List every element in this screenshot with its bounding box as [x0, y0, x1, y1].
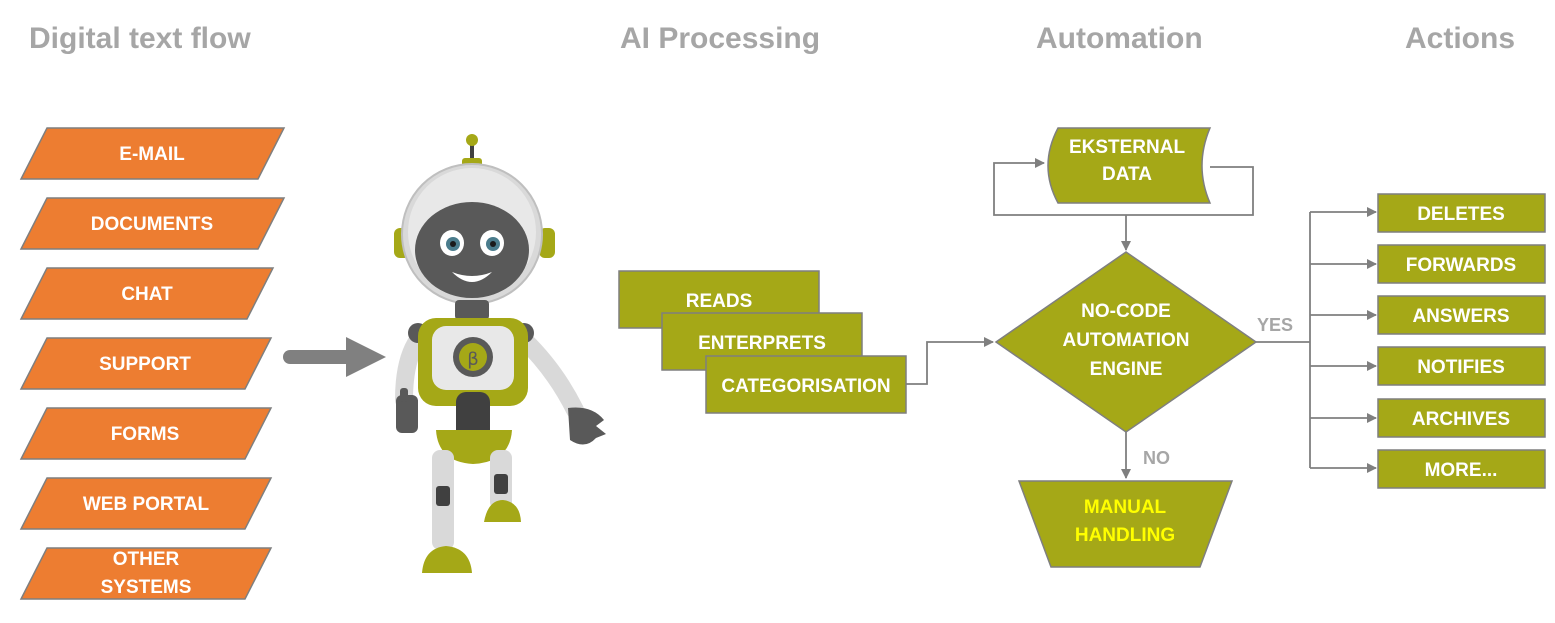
step-enterprets-label: ENTERPRETS	[698, 333, 826, 354]
action-answers: ANSWERS	[1377, 295, 1546, 335]
robot-mascot: β	[394, 134, 606, 573]
manual-handling: MANUAL HANDLING	[1017, 480, 1234, 568]
external-data-loop	[993, 158, 1254, 216]
header-ai-processing: AI Processing	[620, 22, 821, 55]
source-documents: DOCUMENTS	[19, 197, 286, 250]
arrow-right-icon	[283, 337, 386, 377]
no-label: NO	[1143, 448, 1170, 468]
source-chat-label: CHAT	[121, 284, 173, 305]
source-support-label: SUPPORT	[99, 354, 191, 375]
yes-connectors	[1256, 207, 1377, 473]
yes-label: YES	[1257, 315, 1293, 335]
action-answers-label: ANSWERS	[1412, 306, 1509, 327]
connector-to-engine	[906, 337, 994, 385]
action-forwards-label: FORWARDS	[1406, 255, 1516, 276]
action-notifies-label: NOTIFIES	[1417, 357, 1505, 378]
external-data-fo: EKSTERNAL DATA	[1068, 137, 1186, 185]
action-more-label: MORE...	[1425, 460, 1498, 481]
external-data-label: EKSTERNAL DATA	[1068, 137, 1186, 185]
manual-handling-fo: MANUAL HANDLING	[1074, 497, 1176, 546]
automation-engine-fo: NO-CODE AUTOMATION ENGINE	[1062, 301, 1190, 380]
source-email: E-MAIL	[19, 127, 286, 180]
source-other-systems: OTHER SYSTEMS	[19, 547, 273, 600]
header-actions: Actions	[1405, 22, 1516, 55]
source-web-portal: WEB PORTAL	[19, 477, 273, 530]
action-archives-label: ARCHIVES	[1412, 409, 1510, 430]
source-forms: FORMS	[19, 407, 273, 460]
action-forwards: FORWARDS	[1377, 244, 1546, 284]
source-forms-label: FORMS	[111, 424, 180, 445]
source-support: SUPPORT	[19, 337, 273, 390]
action-more: MORE...	[1377, 449, 1546, 489]
source-email-label: E-MAIL	[119, 144, 185, 165]
header-automation: Automation	[1036, 22, 1203, 55]
action-notifies: NOTIFIES	[1377, 346, 1546, 386]
step-categorisation-label: CATEGORISATION	[721, 376, 890, 397]
action-deletes-label: DELETES	[1417, 204, 1505, 225]
source-documents-label: DOCUMENTS	[91, 214, 213, 235]
robot-badge: β	[467, 349, 479, 370]
step-reads-label: READS	[686, 291, 753, 312]
automation-engine: NO-CODE AUTOMATION ENGINE	[994, 251, 1258, 433]
automation-engine-label: NO-CODE AUTOMATION ENGINE	[1062, 301, 1190, 380]
source-chat: CHAT	[19, 267, 275, 320]
action-archives: ARCHIVES	[1377, 398, 1546, 438]
source-other-systems-fo: OTHER SYSTEMS	[100, 549, 192, 598]
source-web-portal-label: WEB PORTAL	[83, 494, 210, 515]
manual-handling-label: MANUAL HANDLING	[1074, 497, 1176, 546]
external-data: EKSTERNAL DATA	[1047, 127, 1212, 204]
action-deletes: DELETES	[1377, 193, 1546, 233]
header-digital-text-flow: Digital text flow	[29, 22, 251, 55]
step-categorisation: CATEGORISATION	[705, 355, 907, 414]
source-other-systems-label: OTHER SYSTEMS	[100, 549, 192, 598]
